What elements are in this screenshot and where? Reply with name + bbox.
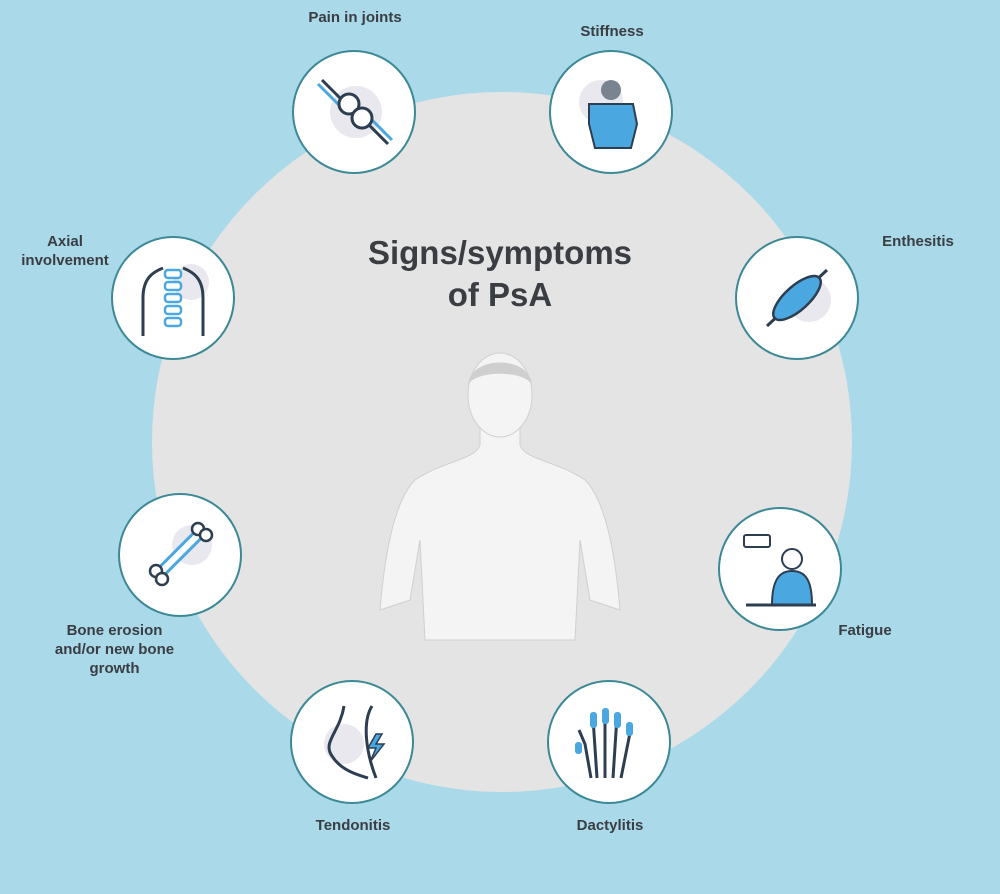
label-pain-in-joints: Pain in joints — [308, 9, 402, 26]
human-figure-icon — [379, 352, 621, 641]
label-axial-involvement: Axial involvement — [21, 233, 109, 269]
symptom-pain-in-joints[interactable] — [292, 50, 416, 174]
swollen-hand-icon — [575, 708, 633, 779]
symptom-fatigue[interactable] — [718, 507, 842, 631]
title-line-1: Signs/symptoms — [367, 234, 633, 271]
symptom-bone-erosion[interactable] — [118, 493, 242, 617]
label-stiffness: Stiffness — [580, 23, 644, 40]
label-tendonitis: Tendonitis — [315, 817, 391, 834]
symptom-tendonitis[interactable] — [290, 680, 414, 804]
label-bone-erosion: Bone erosion and/or new bone growth — [54, 622, 175, 677]
joint-pain-icon — [316, 78, 394, 146]
symptom-enthesitis[interactable] — [735, 236, 859, 360]
label-enthesitis: Enthesitis — [882, 233, 954, 250]
label-fatigue: Fatigue — [838, 622, 892, 639]
label-dactylitis: Dactylitis — [576, 817, 644, 834]
tired-person-icon — [743, 534, 816, 607]
symptom-axial-involvement[interactable] — [111, 236, 235, 360]
symptom-stiffness[interactable] — [549, 50, 673, 174]
back-stiffness-icon — [579, 80, 639, 149]
spine-icon — [141, 264, 209, 336]
page-title: Signs/symptoms of PsA — [330, 232, 670, 316]
bone-icon — [148, 521, 214, 587]
foot-tendon-icon — [324, 705, 386, 780]
symptom-dactylitis[interactable] — [547, 680, 671, 804]
title-line-2: of PsA — [447, 276, 553, 313]
muscle-icon — [765, 268, 831, 328]
